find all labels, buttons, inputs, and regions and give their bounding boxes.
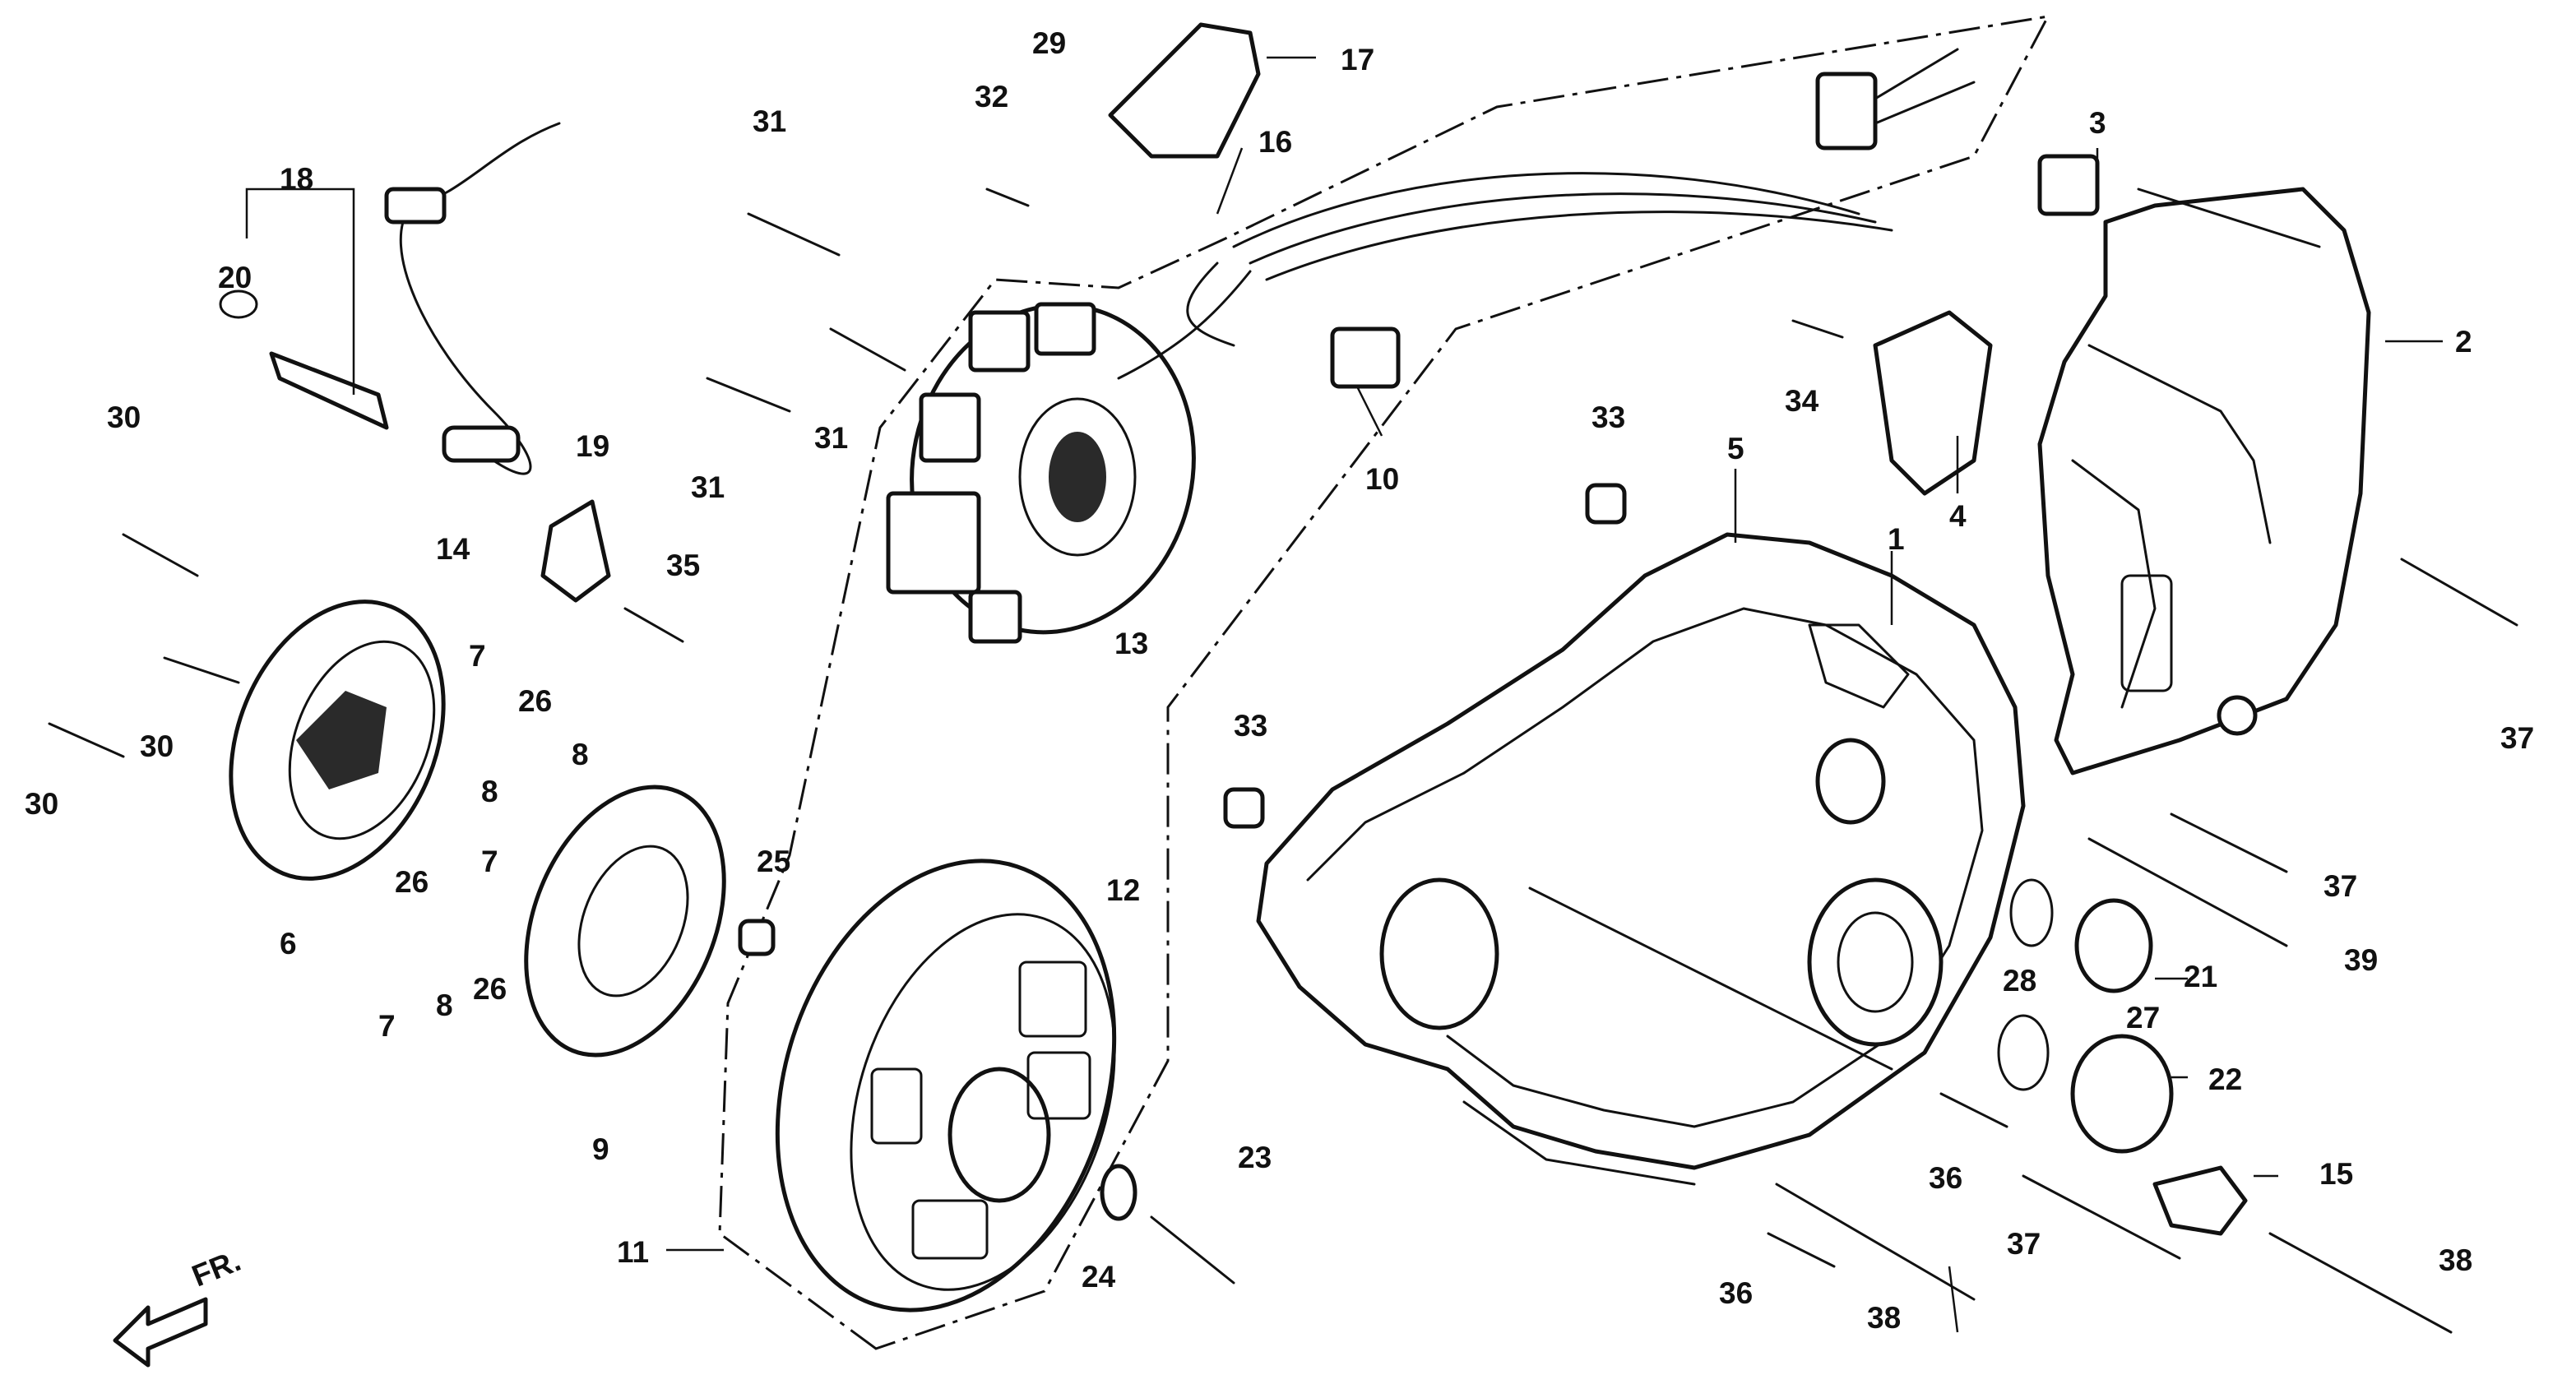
small-bracket-part xyxy=(540,499,611,603)
callout-labels: 1 2 3 4 5 6 7 7 7 8 8 8 9 10 11 12 13 14… xyxy=(25,26,2534,1335)
callout-3: 3 xyxy=(2089,106,2106,140)
cable-clamp-part xyxy=(2152,1165,2248,1236)
callout-9: 9 xyxy=(592,1132,609,1166)
crankcase-cover-part xyxy=(1256,532,2026,1186)
callout-22: 22 xyxy=(2208,1062,2242,1096)
callout-33a: 33 xyxy=(1591,400,1625,434)
callout-7c: 7 xyxy=(378,1009,396,1043)
callout-11: 11 xyxy=(617,1235,649,1269)
callout-1: 1 xyxy=(1888,522,1905,556)
front-direction-arrow-icon: FR. xyxy=(113,1243,246,1368)
neutral-switch-wire-part xyxy=(219,122,561,475)
callout-30c: 30 xyxy=(25,787,58,821)
callout-35: 35 xyxy=(666,549,700,582)
callout-33b: 33 xyxy=(1234,709,1267,743)
callout-7b: 7 xyxy=(481,845,498,878)
callout-5: 5 xyxy=(1727,432,1744,465)
pickup-bracket-part xyxy=(1873,310,1993,496)
callout-27: 27 xyxy=(2126,1001,2160,1035)
callout-37b: 37 xyxy=(2323,869,2357,903)
callout-6: 6 xyxy=(280,927,297,961)
callout-12: 12 xyxy=(1106,873,1140,907)
stator-part xyxy=(886,302,1196,644)
o-ring-part xyxy=(2009,878,2054,947)
callout-24: 24 xyxy=(1082,1260,1116,1294)
callout-34: 34 xyxy=(1785,384,1819,418)
callout-18: 18 xyxy=(280,162,313,196)
callout-30a: 30 xyxy=(107,400,141,434)
callout-31c: 31 xyxy=(691,470,725,504)
callout-21: 21 xyxy=(2184,960,2217,993)
callout-37c: 37 xyxy=(2007,1227,2041,1261)
callout-25: 25 xyxy=(757,845,790,878)
starter-clutch-part xyxy=(229,599,446,881)
bracket-part xyxy=(1108,22,1261,159)
callout-39: 39 xyxy=(2344,943,2378,977)
callout-8b: 8 xyxy=(572,738,589,771)
dowel-pin-part-3 xyxy=(738,919,776,956)
plug-cap-part xyxy=(2074,898,2153,993)
callout-28: 28 xyxy=(2003,964,2036,998)
callout-10: 10 xyxy=(1365,462,1399,496)
callout-32: 32 xyxy=(975,80,1008,113)
washer-part xyxy=(1100,1164,1137,1221)
callout-15: 15 xyxy=(2319,1157,2353,1191)
o-ring-part-2 xyxy=(1997,1014,2050,1091)
callout-29: 29 xyxy=(1032,26,1066,60)
callout-20: 20 xyxy=(218,261,252,294)
callout-23: 23 xyxy=(1238,1141,1272,1174)
callout-16: 16 xyxy=(1258,125,1292,159)
callout-19: 19 xyxy=(576,429,609,463)
callout-8c: 8 xyxy=(436,988,453,1022)
flywheel-rotor-part xyxy=(775,859,1117,1312)
callout-26c: 26 xyxy=(473,972,507,1006)
callout-7a: 7 xyxy=(469,639,486,673)
clutch-plate-part xyxy=(524,785,726,1058)
callout-8a: 8 xyxy=(481,775,498,808)
svg-text:FR.: FR. xyxy=(188,1243,246,1293)
callout-38b: 38 xyxy=(2439,1243,2472,1277)
callout-30b: 30 xyxy=(140,729,174,763)
callout-36a: 36 xyxy=(1929,1161,1962,1195)
leader-lines xyxy=(245,56,2443,1333)
dowel-pin-part xyxy=(1585,483,1627,525)
callout-31a: 31 xyxy=(753,104,786,138)
callout-13: 13 xyxy=(1114,627,1148,660)
callout-2: 2 xyxy=(2455,325,2472,359)
plug-cap-part-2 xyxy=(2070,1034,2174,1154)
callout-4: 4 xyxy=(1949,499,1967,533)
dowel-pin-part-2 xyxy=(1223,787,1265,829)
callout-31b: 31 xyxy=(814,421,848,455)
callout-36b: 36 xyxy=(1719,1276,1753,1310)
callout-26b: 26 xyxy=(395,865,429,899)
bolts xyxy=(48,187,2518,1334)
callout-17: 17 xyxy=(1341,43,1374,76)
callout-37a: 37 xyxy=(2500,721,2534,755)
wire-harness-part xyxy=(1117,48,2100,389)
callout-26a: 26 xyxy=(518,684,552,718)
callout-14: 14 xyxy=(436,532,470,566)
side-cover-part xyxy=(2037,187,2371,775)
callout-38a: 38 xyxy=(1867,1301,1901,1335)
